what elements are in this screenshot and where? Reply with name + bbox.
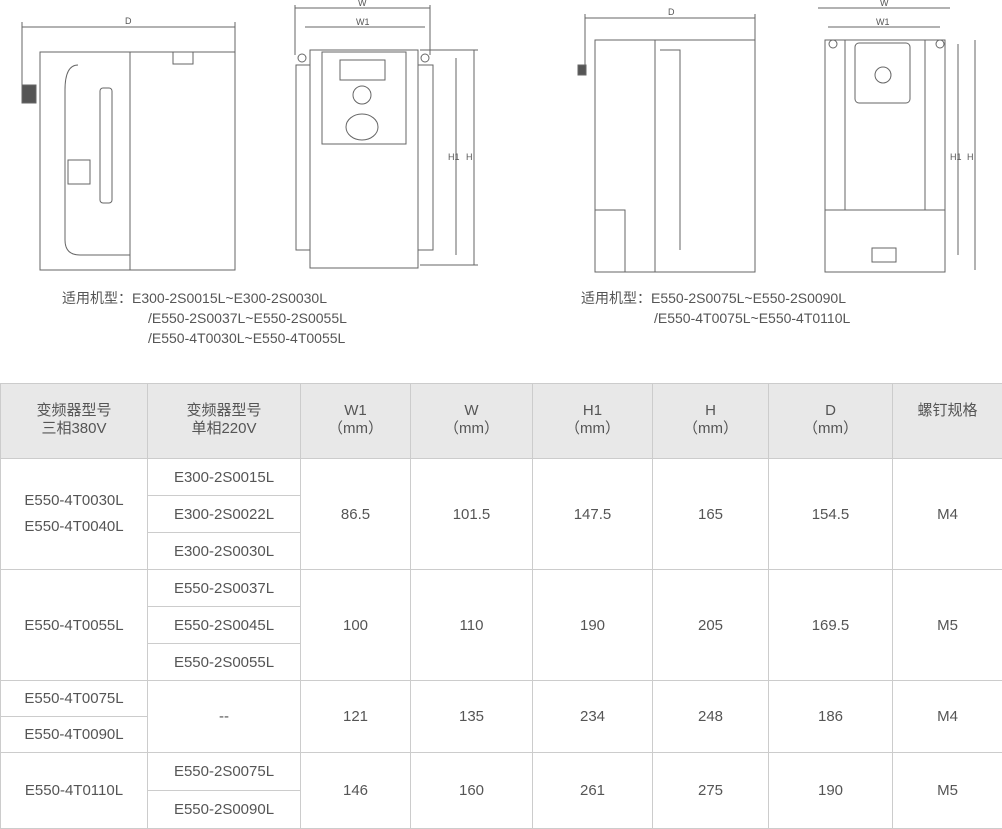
dim-label-w: W [880,0,889,8]
text: 适用机型：E550-2S0075L~E550-2S0090L [581,288,850,308]
dim-label-h1: H1 [448,152,460,162]
table-cell: 121 [301,681,411,753]
header-three-phase: 变频器型号三相380V [1,384,148,459]
table-cell: 165 [653,459,769,570]
table-cell: E300-2S0030L [148,533,301,570]
table-cell: 100 [301,570,411,681]
text: 三相380V [1,420,147,438]
text: 螺钉规格 [893,402,1002,420]
table-header-row: 变频器型号三相380V 变频器型号单相220V W1（mm） W（mm） H1（… [1,384,1002,459]
header-w1: W1（mm） [301,384,411,459]
text: H [653,402,768,420]
table-cell: 261 [533,753,653,829]
table-cell: 154.5 [769,459,893,570]
text: 单相220V [148,420,300,438]
table-cell: M5 [893,570,1002,681]
text: （mm） [533,420,652,438]
table-cell: E300-2S0022L [148,496,301,533]
header-screw: 螺钉规格 [893,384,1002,459]
dim-label-d: D [668,7,675,17]
dim-label-h1: H1 [950,152,962,162]
text: /E550-4T0030L~E550-4T0055L [62,328,347,348]
drawing-large-inverter: D W W1 H1 H [500,0,1002,280]
table-cell: E300-2S0015L [148,459,301,496]
table-cell: 190 [533,570,653,681]
table-cell: 205 [653,570,769,681]
header-h: H（mm） [653,384,769,459]
text: （mm） [769,420,892,438]
table-cell: 186 [769,681,893,753]
table-cell: 147.5 [533,459,653,570]
table-cell: 86.5 [301,459,411,570]
text: E550-2S0075L~E550-2S0090L [651,290,846,306]
text: 适用机型：E300-2S0015L~E300-2S0030L [62,288,347,308]
drawing-small-inverter: D W W1 H1 H [0,0,500,280]
text: W [411,402,532,420]
table-cell: E550-2S0090L [148,791,301,829]
dim-label-w1: W1 [876,17,890,27]
table-cell: 248 [653,681,769,753]
text: （mm） [653,420,768,438]
dim-label-h: H [967,152,974,162]
table-cell: 275 [653,753,769,829]
header-d: D（mm） [769,384,893,459]
table-cell: E550-2S0037L [148,570,301,607]
table-cell: E550-2S0045L [148,607,301,644]
dim-label-h: H [466,152,473,162]
text: /E550-4T0075L~E550-4T0110L [581,308,850,328]
table-cell: 146 [301,753,411,829]
table-cell: E550-4T0055L [1,570,148,681]
dim-label-d: D [125,16,132,26]
table-cell: E550-2S0055L [148,644,301,681]
table-cell: E550-4T0110L [1,753,148,829]
text: E300-2S0015L~E300-2S0030L [132,290,327,306]
text: （mm） [411,420,532,438]
text: E550-4T0030L [1,488,147,514]
table-cell: E550-4T0090L [1,717,148,753]
dim-label-w1: W1 [356,17,370,27]
table-cell: E550-2S0075L [148,753,301,791]
table-cell: -- [148,681,301,753]
table-cell: E550-4T0075L [1,681,148,717]
text: （mm） [301,420,410,438]
text: 变频器型号 [148,402,300,420]
table-cell: 169.5 [769,570,893,681]
text: D [769,402,892,420]
text: E550-4T0040L [1,514,147,540]
table-cell: 190 [769,753,893,829]
table-cell: 135 [411,681,533,753]
header-h1: H1（mm） [533,384,653,459]
table-cell: 160 [411,753,533,829]
text: 变频器型号 [1,402,147,420]
header-single-phase: 变频器型号单相220V [148,384,301,459]
table-cell: 110 [411,570,533,681]
text: 适用机型： [581,290,651,306]
dimension-table: 变频器型号三相380V 变频器型号单相220V W1（mm） W（mm） H1（… [0,383,1002,829]
table-cell: M4 [893,459,1002,570]
table-cell: 101.5 [411,459,533,570]
text: W1 [301,402,410,420]
text: 适用机型： [62,290,132,306]
table-cell: M5 [893,753,1002,829]
text: /E550-2S0037L~E550-2S0055L [62,308,347,328]
caption-applicable-models-2: 适用机型：E550-2S0075L~E550-2S0090L /E550-4T0… [581,288,850,328]
text: H1 [533,402,652,420]
table-cell: 234 [533,681,653,753]
caption-applicable-models-1: 适用机型：E300-2S0015L~E300-2S0030L /E550-2S0… [62,288,347,348]
header-w: W（mm） [411,384,533,459]
dim-label-w: W [358,0,367,8]
table-cell: M4 [893,681,1002,753]
